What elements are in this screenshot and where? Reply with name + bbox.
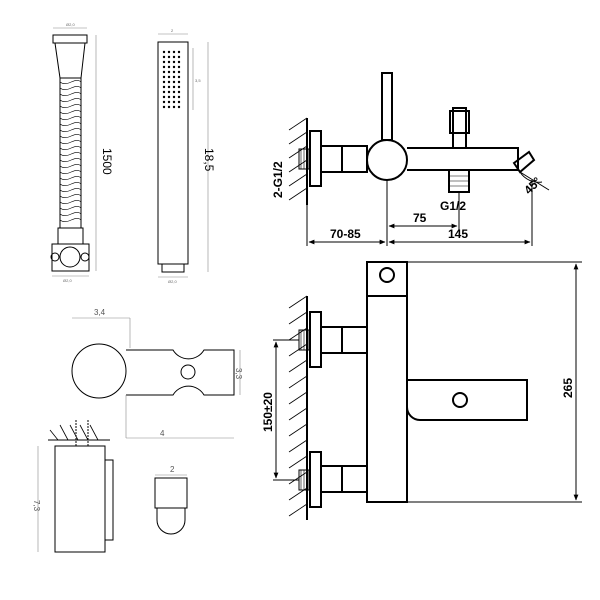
holder-side-height-label: 7,3 [32,500,41,512]
holder-depth-label: 4 [160,429,165,438]
mixer-front-view: 150±20 265 [261,261,582,520]
spout-length-label: 145 [448,227,468,241]
holder-width-label: 3,4 [94,308,106,317]
shower-hose-drawing: Ø2,0 Ø2,0 1500 [50,22,114,283]
hand-shower-top-dim: 2 [171,28,174,33]
shower-nozzle-grid [162,50,181,109]
holder-height-label: 3,3 [234,368,243,380]
hose-top-dim: Ø2,0 [66,22,75,27]
mixer-top-wall-hatch [288,117,308,201]
holder-side-width-label: 2 [170,465,175,474]
holder-wall-hatch [49,424,99,441]
mixer-front-wall-hatch [288,295,308,517]
hand-shower-drawing: 2 3,5 Ø2,0 18,5 [157,28,216,284]
hand-shower-bottom-dim: Ø2,0 [168,279,177,284]
inlet-centers-label: 150±20 [261,392,275,432]
mixer-top-view: 45° 2-G1/2 G1/2 75 70-85 145 [271,72,550,246]
spout-offset-label: 75 [413,211,427,225]
overall-height-label: 265 [561,378,575,398]
inlet-thread-label: 2-G1/2 [271,161,285,198]
hose-length-label: 1500 [100,148,114,175]
hose-bottom-dim: Ø2,0 [63,278,72,283]
holder-front-drawing: 3,4 4 3,3 [71,308,243,439]
outlet-thread-label: G1/2 [440,199,466,213]
hand-shower-face-dim: 3,5 [195,78,201,83]
hand-shower-length-label: 18,5 [202,148,216,172]
wall-offset-label: 70-85 [330,227,361,241]
holder-side-drawing: 2 7,3 [32,420,188,553]
